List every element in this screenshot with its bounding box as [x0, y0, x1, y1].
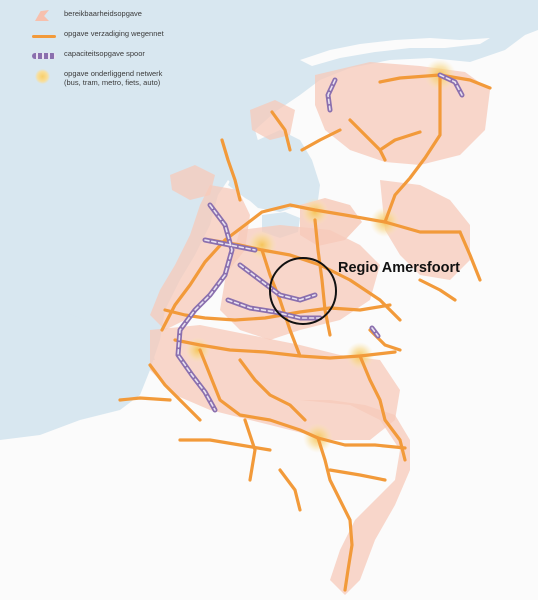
wadden-islands — [300, 38, 490, 66]
legend-sublabel: (bus, tram, metro, fiets, auto) — [64, 77, 161, 87]
rail-network — [175, 72, 465, 413]
legend-item-rail: capaciteitsopgave spoor — [32, 49, 164, 62]
zeeland-water — [0, 300, 155, 360]
area-swatch-icon — [32, 10, 56, 22]
road-line-icon — [32, 30, 56, 42]
hotspot-dot-icon — [32, 69, 56, 84]
map-legend: bereikbaarheidsopgave opgave verzadiging… — [32, 9, 164, 95]
rail-line-icon — [32, 50, 56, 62]
hotspot-amsterdam — [247, 230, 277, 260]
legend-item-road: opgave verzadiging wegennet — [32, 29, 164, 42]
hotspot-rotterdam — [185, 337, 211, 363]
legend-label: opgave onderliggend netwerk — [64, 69, 163, 78]
westerschelde — [0, 378, 130, 398]
legend-label: capaciteitsopgave spoor — [64, 49, 145, 58]
hotspot-lelystad — [301, 198, 329, 226]
legend-label: opgave verzadiging wegennet — [64, 29, 164, 38]
legend-item-area: bereikbaarheidsopgave — [32, 9, 164, 22]
legend-label: bereikbaarheidsopgave — [64, 9, 142, 18]
region-label: Regio Amersfoort — [338, 260, 460, 276]
region-amersfoort-circle — [269, 257, 337, 325]
legend-item-network: opgave onderliggend netwerk (bus, tram, … — [32, 69, 164, 87]
ijsselmeer — [228, 130, 320, 210]
